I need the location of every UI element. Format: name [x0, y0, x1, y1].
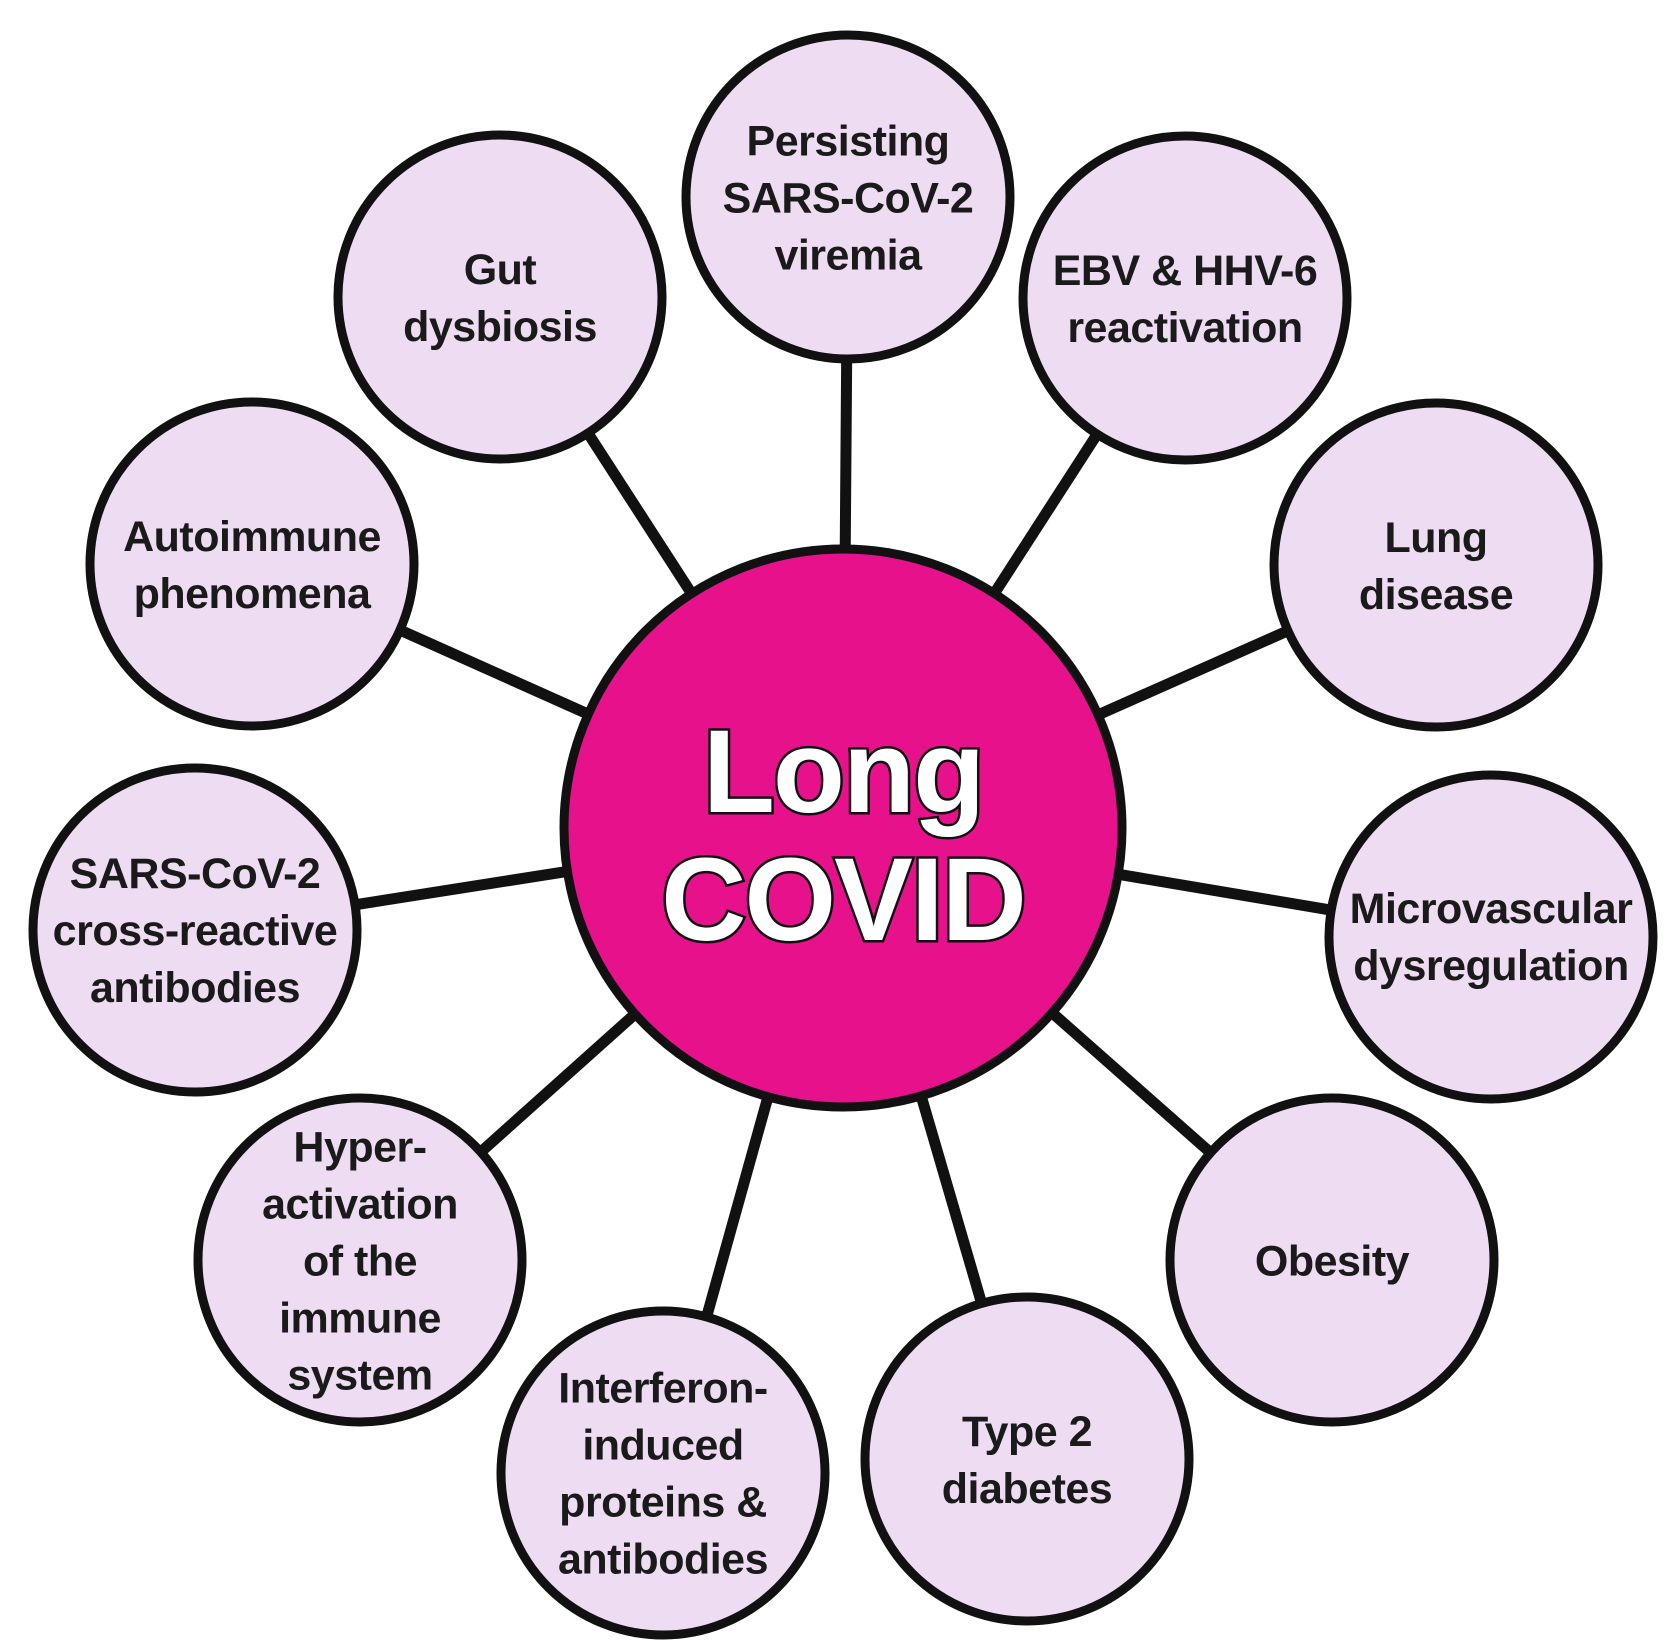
node-label-line: Interferon- [558, 1365, 768, 1413]
connector-line-hyperactivation [474, 1007, 642, 1159]
node-label-line: antibodies [90, 964, 300, 1012]
node-label-line: EBV & HHV-6 [1053, 247, 1318, 295]
connector-line-autoimmune [394, 623, 595, 721]
node-label-line: diabetes [942, 1465, 1112, 1513]
node-label-line: immune [279, 1295, 441, 1343]
node-circle [496, 1306, 830, 1640]
node-interferon: Interferon-induced proteins & antibodies [496, 1306, 830, 1640]
node-label-line: reactivation [1067, 304, 1302, 352]
node-label-line: cross-reactive [53, 907, 338, 955]
node-circle [333, 130, 667, 464]
node-circle [193, 1093, 527, 1427]
connector-line-obesity [1045, 1005, 1218, 1160]
node-label-line: Obesity [1255, 1238, 1410, 1286]
connector-line-ebv-hhv6 [987, 427, 1104, 600]
node-label-line: system [287, 1352, 432, 1400]
node-gut-dysbiosis: Gut dysbiosis [333, 130, 667, 464]
node-microvascular: Microvascular dysregulation [1324, 770, 1658, 1104]
center-circle [559, 544, 1127, 1112]
node-label-line: activation [262, 1181, 458, 1229]
connector-lines [350, 354, 1337, 1323]
node-obesity: Obesity [1165, 1093, 1499, 1427]
node-cross-reactive: SARS-CoV-2 cross-reactive antibodies [28, 763, 362, 1097]
node-circle [85, 397, 419, 731]
node-circle [1324, 770, 1658, 1104]
node-label-line: proteins & [559, 1479, 767, 1527]
connector-line-persisting-viremia [839, 354, 853, 554]
node-label-line: Autoimmune [123, 513, 381, 561]
node-circle [681, 30, 1015, 364]
node-autoimmune: Autoimmune phenomena [85, 397, 419, 731]
node-label-line: disease [1359, 571, 1513, 619]
node-label-line: SARS-CoV-2 [723, 175, 974, 223]
connector-line-lung-disease [1092, 624, 1294, 722]
connector-line-cross-reactive [350, 865, 573, 911]
node-label-line: SARS-CoV-2 [70, 850, 321, 898]
node-label-line: Gut [464, 246, 537, 294]
node-hyperactivation: Hyper-activation of the immune system [193, 1093, 527, 1427]
node-label-line: phenomena [134, 570, 372, 618]
node-circle [1165, 1093, 1499, 1427]
connector-line-type2-diabetes [914, 1090, 989, 1309]
node-label-line: viremia [774, 232, 923, 280]
center-title-line-1: Long [703, 706, 983, 838]
node-circle [1269, 398, 1603, 732]
node-label-line: Microvascular [1350, 885, 1633, 933]
node-label-line: dysbiosis [403, 303, 597, 351]
node-label-line: induced [582, 1422, 743, 1470]
connector-line-interferon [700, 1091, 775, 1323]
center-node: Long COVID [559, 544, 1127, 1112]
node-label-line: Type 2 [962, 1408, 1092, 1456]
node-label-line: dysregulation [1353, 942, 1628, 990]
node-ebv-hhv6: EBV & HHV-6 reactivation [1018, 131, 1352, 465]
node-label-line: Lung [1384, 514, 1487, 562]
node-label-line: Hyper- [293, 1124, 426, 1172]
center-title-line-2: COVID [661, 834, 1025, 966]
node-circle [860, 1292, 1194, 1626]
connector-line-microvascular [1113, 868, 1337, 917]
node-circle [28, 763, 362, 1097]
connector-line-gut-dysbiosis [581, 426, 699, 600]
node-lung-disease: Lung disease [1269, 398, 1603, 732]
node-circle [1018, 131, 1352, 465]
node-type2-diabetes: Type 2 diabetes [860, 1292, 1194, 1626]
node-label-line: Persisting [747, 118, 950, 166]
node-label-line: antibodies [558, 1536, 768, 1584]
node-label-line: of the [303, 1238, 417, 1286]
